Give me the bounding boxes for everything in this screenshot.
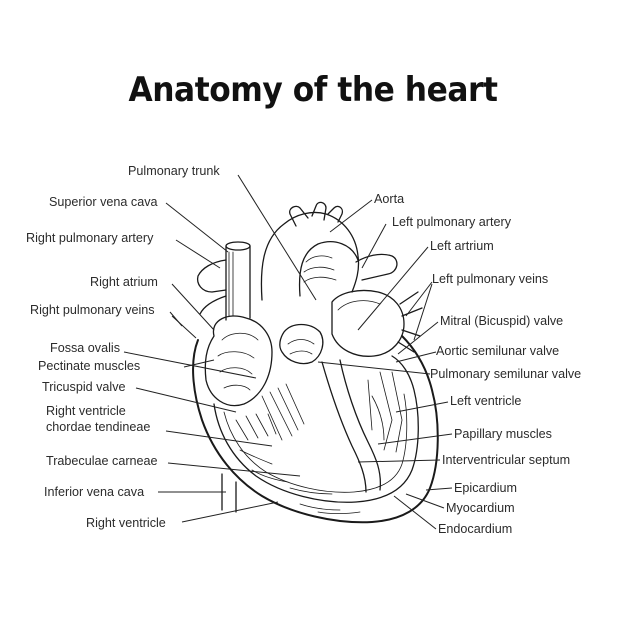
leader-fossa-ovalis (123, 351, 257, 379)
label-left-pulmonary-artery: Left pulmonary artery (392, 215, 512, 229)
leader-tricuspid-valve (135, 387, 237, 413)
leader-aortic-semilunar-valve (395, 351, 437, 363)
label-fossa-ovalis: Fossa ovalis (50, 341, 120, 355)
label-right-pulmonary-veins: Right pulmonary veins (30, 303, 155, 317)
heart-illustration (192, 201, 439, 524)
label-superior-vena-cava: Superior vena cava (49, 195, 158, 209)
leader-aorta (329, 199, 373, 233)
leader-left-artrium (357, 246, 429, 331)
leader-mitral-valve (397, 321, 439, 355)
leader-right-pulmonary-artery (175, 239, 221, 269)
label-left-pulmonary-veins: Left pulmonary veins (432, 272, 548, 286)
label-pectinate-muscles: Pectinate muscles (38, 359, 140, 373)
diagram-title: Anatomy of the heart (128, 70, 498, 110)
label-right-ventricle-chordae-line2: chordae tendineae (46, 420, 150, 434)
label-aortic-semilunar-valve: Aortic semilunar valve (436, 344, 559, 358)
label-papillary-muscles: Papillary muscles (454, 427, 552, 441)
label-inferior-vena-cava: Inferior vena cava (44, 485, 144, 499)
leader-trabeculae-carneae (167, 462, 301, 477)
label-left-artrium: Left artrium (430, 239, 494, 253)
label-pulmonary-trunk: Pulmonary trunk (128, 164, 220, 178)
leader-right-ventricle (181, 501, 279, 523)
label-tricuspid-valve: Tricuspid valve (42, 380, 126, 394)
label-right-atrium: Right atrium (90, 275, 158, 289)
labels-right: Aorta Left pulmonary artery Left artrium… (374, 192, 581, 536)
label-right-pulmonary-artery: Right pulmonary artery (26, 231, 154, 245)
label-aorta: Aorta (374, 192, 404, 206)
leader-lines (123, 174, 453, 530)
leader-epicardium (425, 487, 453, 491)
leader-superior-vena-cava (165, 202, 229, 253)
label-right-ventricle-chordae-line1: Right ventricle (46, 404, 126, 418)
leader-papillary-muscles (377, 433, 453, 445)
leader-right-pulmonary-veins-b (171, 315, 197, 339)
leader-left-pulmonary-artery (361, 223, 387, 269)
leader-right-atrium (171, 283, 215, 331)
label-right-ventricle: Right ventricle (86, 516, 166, 530)
leader-left-ventricle (395, 401, 449, 413)
leader-pulmonary-semilunar-valve (317, 361, 431, 375)
label-endocardium: Endocardium (438, 522, 512, 536)
label-left-ventricle: Left ventricle (450, 394, 521, 408)
leader-left-pulmonary-veins-b (413, 283, 433, 341)
leader-interventricular-septum (357, 459, 441, 463)
leader-endocardium (393, 495, 437, 530)
label-pulmonary-semilunar-valve: Pulmonary semilunar valve (430, 367, 581, 381)
leader-myocardium (405, 493, 445, 509)
label-myocardium: Myocardium (446, 501, 515, 515)
leader-chordae-tendineae (165, 430, 273, 447)
label-epicardium: Epicardium (454, 481, 517, 495)
label-mitral-valve: Mitral (Bicuspid) valve (440, 314, 563, 328)
label-trabeculae-carneae: Trabeculae carneae (46, 454, 158, 468)
label-interventricular-septum: Interventricular septum (442, 453, 570, 467)
labels-left: Pulmonary trunk Superior vena cava Right… (26, 164, 220, 530)
leader-left-pulmonary-veins-a (405, 281, 433, 317)
leader-pectinate-muscles (183, 359, 215, 368)
leader-pulmonary-trunk (237, 174, 317, 301)
